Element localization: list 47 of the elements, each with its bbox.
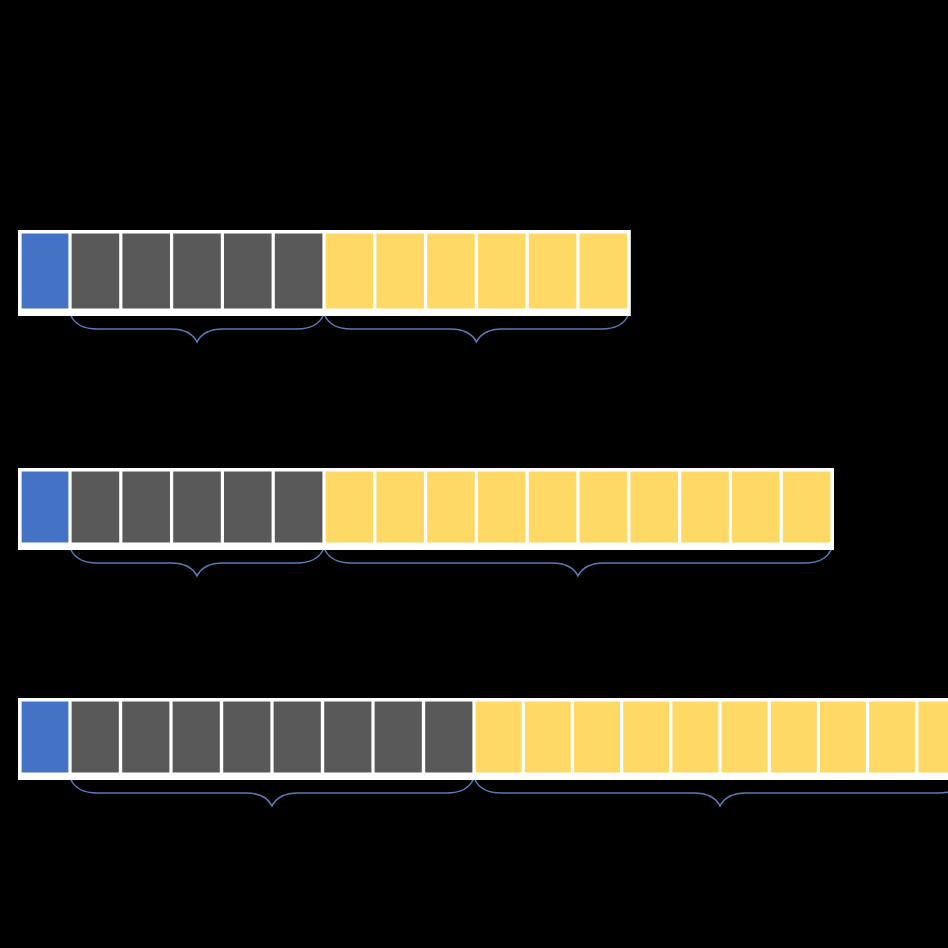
cell [578, 470, 629, 544]
cell [120, 470, 172, 544]
cell [670, 700, 720, 774]
cell [70, 232, 121, 310]
cell [20, 232, 70, 310]
cell [324, 232, 375, 310]
cell [20, 470, 70, 544]
cell [781, 470, 832, 544]
cell [720, 700, 770, 774]
cell [572, 700, 622, 774]
cell [120, 232, 172, 310]
cell [171, 470, 223, 544]
cell [425, 232, 477, 310]
cell [628, 470, 680, 544]
cell [374, 232, 426, 310]
cell [679, 470, 731, 544]
cell [222, 232, 274, 310]
cell [423, 700, 474, 774]
cell [621, 700, 671, 774]
cell [476, 232, 528, 310]
cell [222, 470, 274, 544]
cell [867, 700, 917, 774]
cell [578, 232, 629, 310]
cell [527, 470, 578, 544]
cell [425, 470, 477, 544]
cell [221, 700, 272, 774]
cell [272, 700, 323, 774]
cell [769, 700, 819, 774]
cell [474, 700, 524, 774]
cell [373, 700, 424, 774]
cell [730, 470, 782, 544]
cell [322, 700, 373, 774]
cell [523, 700, 573, 774]
cell [171, 700, 222, 774]
cell [818, 700, 868, 774]
cell [273, 470, 324, 544]
cell [273, 232, 324, 310]
cell [20, 700, 70, 774]
cell [70, 700, 121, 774]
cell [171, 232, 223, 310]
cell [916, 700, 948, 774]
cell [527, 232, 578, 310]
cell [374, 470, 426, 544]
cell [120, 700, 171, 774]
cell [324, 470, 375, 544]
cell [476, 470, 528, 544]
cell [70, 470, 121, 544]
